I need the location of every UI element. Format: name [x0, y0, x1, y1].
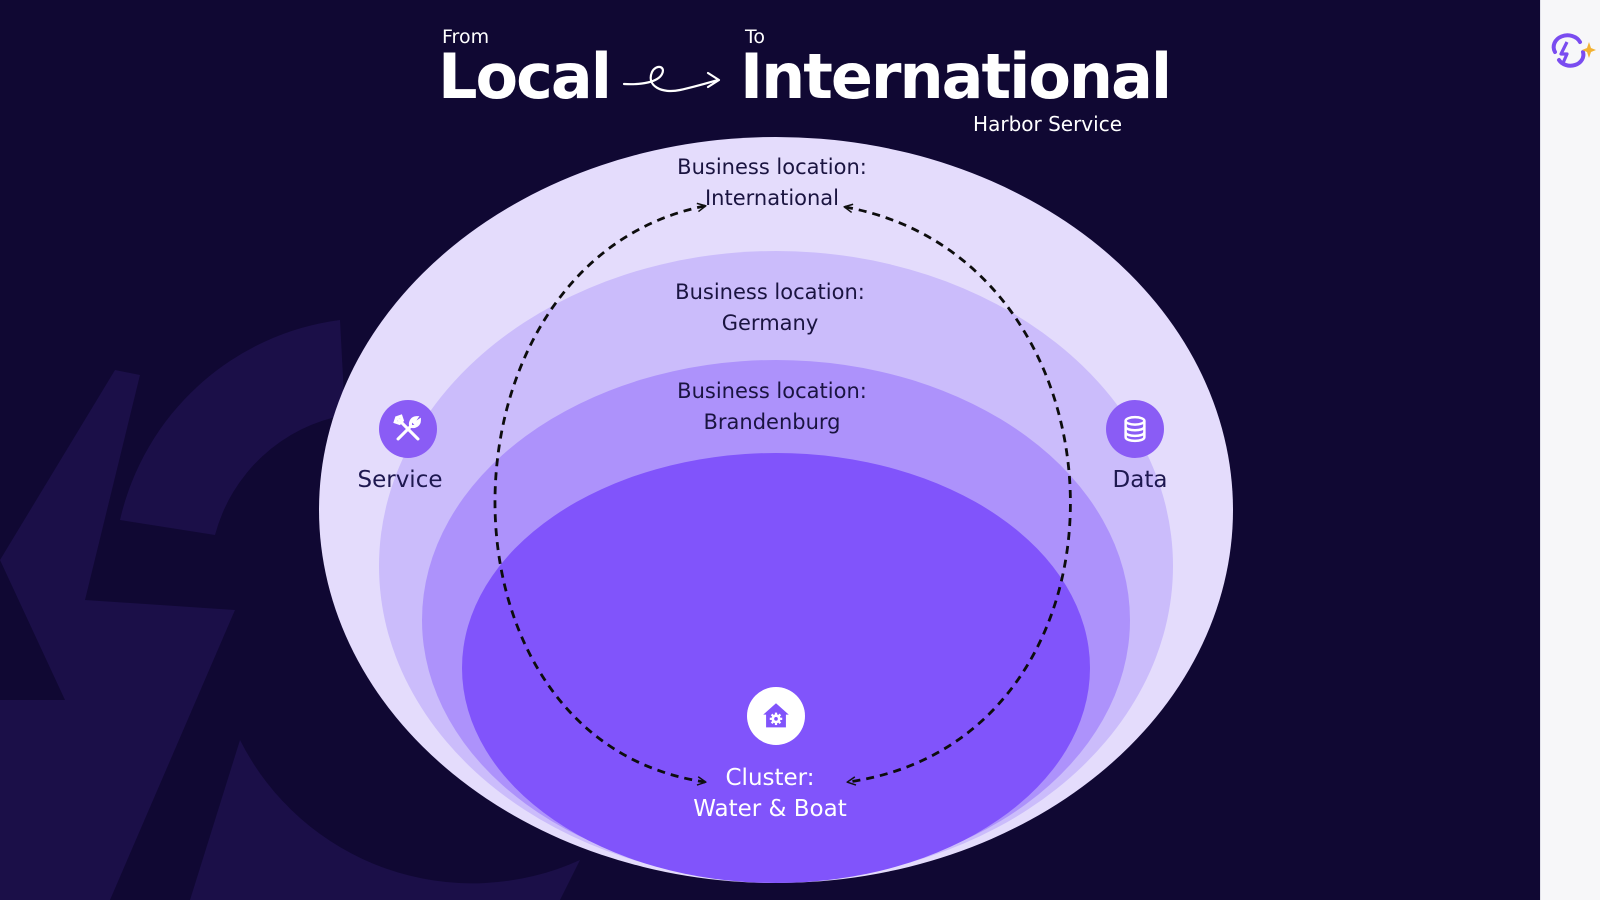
from-word: Local [438, 40, 612, 113]
cluster-node [747, 687, 805, 745]
tools-icon [393, 414, 421, 441]
title-area: From Local To International Harbor Servi… [0, 0, 1540, 140]
flow-arrow-left [493, 206, 705, 782]
ring-label-germany: Business location: Germany [630, 277, 910, 339]
brand-logo-icon[interactable] [1547, 30, 1597, 70]
to-word: International [740, 40, 1172, 113]
ring-label-brandenburg: Business location: Brandenburg [632, 376, 912, 438]
background-logo-watermark [0, 320, 580, 900]
to-label: To [745, 26, 766, 48]
data-label: Data [1112, 467, 1168, 493]
subtitle: Harbor Service [973, 112, 1122, 136]
nested-rings-diagram [319, 137, 1233, 883]
database-icon [1124, 415, 1146, 443]
ring-label-line1: Business location: [677, 155, 867, 179]
home-gear-icon [763, 703, 789, 728]
ring-label-line2: International [704, 186, 840, 210]
ring-label-line2: Brandenburg [703, 410, 841, 434]
service-label: Service [357, 467, 443, 493]
cluster-label-line2: Water & Boat [693, 796, 847, 822]
ring-label-international: Business location: International [632, 152, 912, 214]
slide: From Local To International Harbor Servi… [0, 0, 1540, 900]
service-node [379, 400, 437, 458]
ring-label-line2: Germany [721, 311, 819, 335]
ring-label-line1: Business location: [677, 379, 867, 403]
ring-label-line1: Business location: [675, 280, 865, 304]
cluster-label: Cluster: Water & Boat [630, 763, 910, 825]
data-node [1106, 400, 1164, 458]
from-label: From [442, 26, 490, 48]
ring-cluster [462, 453, 1090, 883]
swirl-arrow-icon [622, 65, 721, 93]
side-panel [1540, 0, 1600, 900]
cluster-label-line1: Cluster: [725, 765, 815, 791]
flow-arrow-right [845, 207, 1072, 782]
